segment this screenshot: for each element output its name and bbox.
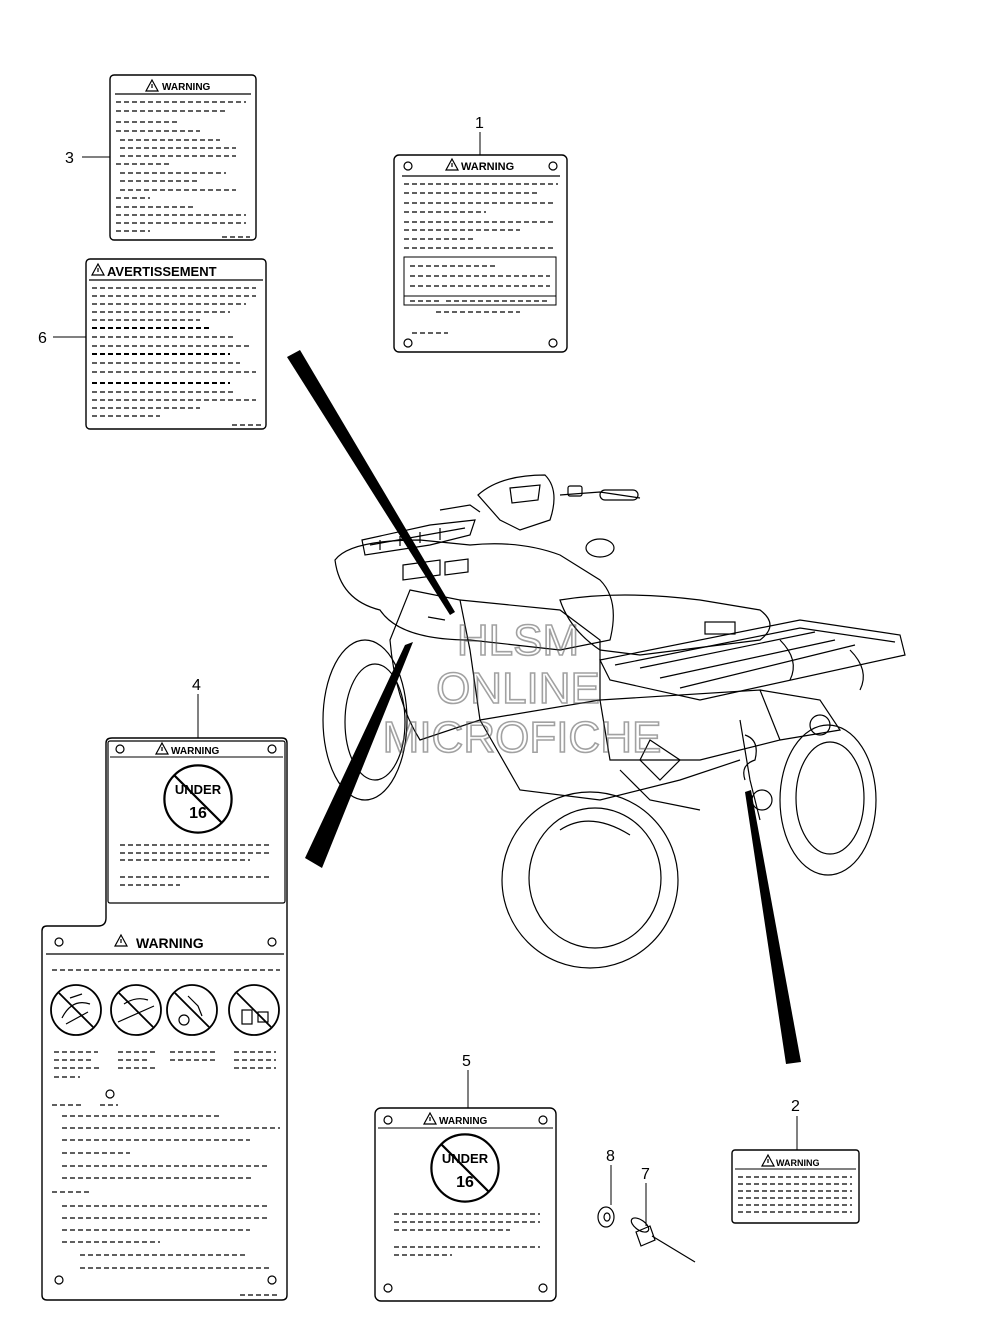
part-5-title: WARNING bbox=[439, 1116, 488, 1127]
washer-part-8 bbox=[597, 1206, 615, 1228]
watermark: HLSM ONLINE MICROFICHE bbox=[382, 615, 662, 763]
watermark-line-3: MICROFICHE bbox=[383, 713, 662, 762]
callout-3: 3 bbox=[65, 150, 74, 167]
part-4-upper-title: WARNING bbox=[171, 746, 220, 757]
under-16-icon-large: UNDER 16 bbox=[430, 1133, 500, 1203]
watermark-line-1: HLSM bbox=[457, 616, 579, 665]
callout-2: 2 bbox=[791, 1098, 800, 1115]
watermark-line-2: ONLINE bbox=[436, 664, 600, 713]
callout-7: 7 bbox=[641, 1166, 650, 1183]
pointer-lower bbox=[305, 642, 413, 868]
pointer-right bbox=[745, 790, 801, 1064]
decal-part-6: AVERTISSEMENT bbox=[85, 258, 267, 430]
decal-part-3: WARNING bbox=[109, 74, 257, 241]
no-passenger-pictogram bbox=[50, 984, 102, 1036]
no-paved-road-pictogram bbox=[110, 984, 162, 1036]
part-2-title: WARNING bbox=[776, 1158, 820, 1168]
callout-1: 1 bbox=[475, 115, 484, 132]
decal-part-5: WARNING UNDER 16 bbox=[374, 1107, 557, 1302]
part-5-under-text: UNDER bbox=[442, 1151, 489, 1166]
callout-4: 4 bbox=[192, 677, 201, 694]
no-drugs-alcohol-pictogram bbox=[166, 984, 218, 1036]
decal-part-1: WARNING bbox=[393, 154, 568, 353]
pictogram-row bbox=[50, 984, 280, 1036]
part-4-age-text: 16 bbox=[189, 805, 207, 822]
callout-6: 6 bbox=[38, 330, 47, 347]
callout-8: 8 bbox=[606, 1148, 615, 1165]
part-6-title: AVERTISSEMENT bbox=[107, 264, 217, 279]
part-5-age-text: 16 bbox=[456, 1174, 474, 1191]
decal-part-4: WARNING UNDER 16 WARNING bbox=[41, 737, 288, 1301]
part-3-title: WARNING bbox=[162, 82, 211, 93]
under-16-icon: UNDER 16 bbox=[163, 764, 233, 834]
decal-part-2: WARNING bbox=[731, 1149, 860, 1224]
callout-5: 5 bbox=[462, 1053, 471, 1070]
atv-illustration bbox=[322, 474, 906, 969]
part-4-lower-title: WARNING bbox=[136, 935, 204, 951]
pointer-lines bbox=[287, 350, 801, 1064]
part-4-under-text: UNDER bbox=[175, 782, 222, 797]
part-1-title: WARNING bbox=[461, 161, 514, 173]
rivet-part-7 bbox=[630, 1217, 696, 1263]
pointer-upper bbox=[287, 350, 455, 615]
no-passenger-on-rack-pictogram bbox=[228, 984, 280, 1036]
